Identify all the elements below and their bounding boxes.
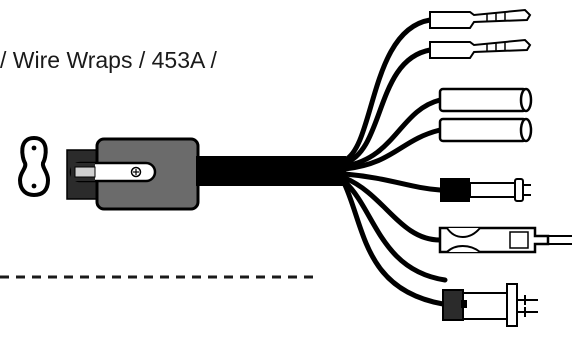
fanout-wires: [342, 17, 448, 307]
alligator-clip-icon: [429, 38, 532, 59]
tip-plug-icon: [438, 117, 533, 143]
banana-plug-icon: [440, 178, 531, 202]
socket-plug-icon: [442, 283, 538, 327]
alligator-clip-icon: [429, 8, 532, 29]
tip-plug-icon: [438, 87, 533, 113]
spade-terminal-icon: [438, 226, 572, 254]
connector-end-view-icon: [17, 135, 51, 198]
main-cable: [196, 156, 346, 186]
main-plug-icon: [66, 137, 200, 211]
breadcrumb: / Wire Wraps / 453A /: [0, 47, 217, 73]
